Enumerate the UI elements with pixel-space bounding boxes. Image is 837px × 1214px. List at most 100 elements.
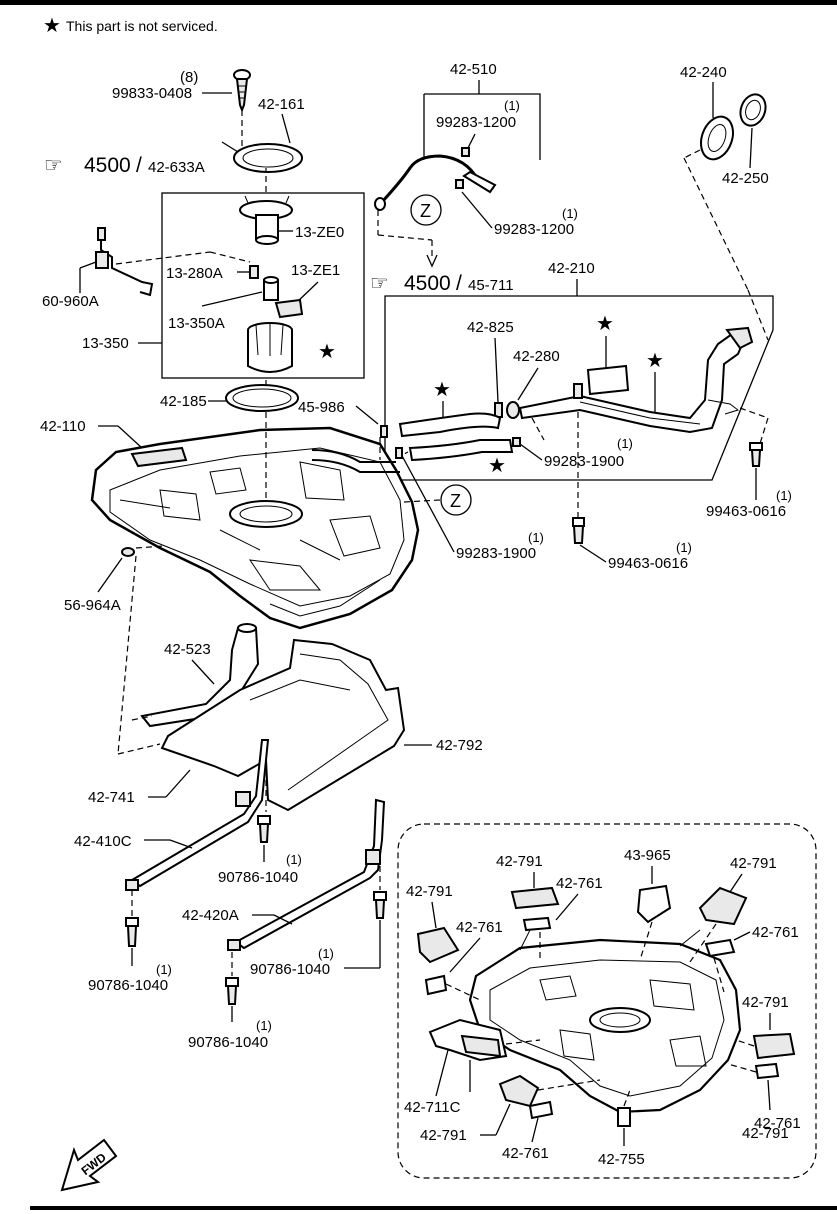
bottom-border <box>30 1206 837 1210</box>
label-42-741: 42-741 <box>88 789 135 806</box>
grommet-42-280 <box>506 401 520 419</box>
zone-z-marker-b: Z <box>440 484 472 516</box>
label-99283-1900-b: 99283-1900 <box>456 545 536 562</box>
clamp-99283-1900-b <box>395 447 403 459</box>
filler-hose-upper <box>398 412 502 438</box>
star-not-serviced-2: ★ <box>596 313 614 335</box>
label-13-350: 13-350 <box>82 335 129 352</box>
band-42-420a <box>227 798 386 951</box>
insulator-43-965 <box>636 884 672 924</box>
label-13-350a: 13-350A <box>168 315 225 332</box>
detail-label-43-965: 43-965 <box>624 847 671 864</box>
zone-z-marker-a: Z <box>410 194 442 226</box>
ref-arrow-b: ☞ <box>370 272 389 295</box>
bolt-99463-0616-right <box>749 442 763 467</box>
pad-42-791-d <box>752 1032 796 1060</box>
detail-label-42-761-a: 42-761 <box>556 875 603 892</box>
label-99283-1200-a-qty: (1) <box>504 98 520 113</box>
detail-label-42-761-c: 42-761 <box>752 924 799 941</box>
band-42-410c <box>125 739 270 891</box>
note-star: ★ <box>43 15 61 37</box>
top-border <box>0 0 837 5</box>
detail-label-42-791-d: 42-791 <box>742 994 789 1011</box>
pad-42-755 <box>617 1107 631 1127</box>
label-90786-1040-a: 90786-1040 <box>218 869 298 886</box>
clip-56-964a <box>121 547 135 557</box>
label-99463-0616-b: 99463-0616 <box>608 555 688 572</box>
detail-label-42-761-b: 42-761 <box>456 919 503 936</box>
label-42-825: 42-825 <box>467 319 514 336</box>
bolt-99463-0616-center <box>572 517 585 544</box>
label-screw-qty: (8) <box>180 69 198 86</box>
label-42-510: 42-510 <box>450 61 497 78</box>
pad-42-761-e <box>754 1062 780 1080</box>
label-13-ze1: 13-ZE1 <box>291 262 340 279</box>
label-99283-1200-b-qty: (1) <box>562 206 578 221</box>
fuel-tank-42-110 <box>90 426 420 630</box>
pad-42-791-e <box>498 1074 540 1108</box>
label-42-210: 42-210 <box>548 260 595 277</box>
label-90786-1040-c: 90786-1040 <box>250 961 330 978</box>
detail-label-42-791-c: 42-791 <box>406 883 453 900</box>
star-not-serviced-1: ★ <box>318 341 336 363</box>
bolt-90786-1040-d <box>225 977 239 1005</box>
detail-label-42-755: 42-755 <box>598 1151 645 1168</box>
label-99463-0616-a-qty: (1) <box>776 488 792 503</box>
label-45-986: 45-986 <box>298 399 345 416</box>
bolt-90786-1040-a <box>257 815 271 843</box>
label-90786-1040-b-qty: (1) <box>156 962 172 977</box>
fwd-arrow-icon: FWD <box>60 1138 118 1192</box>
filler-ring-42-250 <box>739 93 767 127</box>
label-42-420a: 42-420A <box>182 907 239 924</box>
group-box-42-210 <box>384 295 774 481</box>
pump-cylinder-13-350a <box>263 276 279 301</box>
label-13-ze0: 13-ZE0 <box>295 224 344 241</box>
label-99833-0408: 99833-0408 <box>112 85 192 102</box>
label-42-250: 42-250 <box>722 170 769 187</box>
label-90786-1040-c-qty: (1) <box>318 946 334 961</box>
group-box-13-350 <box>161 192 365 379</box>
pad-42-761-b <box>424 974 448 996</box>
clamp-99283-1900-a <box>512 437 521 447</box>
zone-z-a: Z <box>420 201 431 221</box>
bracket-13-ze1 <box>274 298 304 319</box>
retainer-ring-42-161 <box>233 143 303 173</box>
ref-4500-b: 4500 <box>404 272 451 295</box>
bolt-90786-1040-b <box>125 917 139 947</box>
breather-hose-42-510 <box>374 154 497 211</box>
bolt-90786-1040-c <box>373 891 387 919</box>
label-90786-1040-a-qty: (1) <box>286 852 302 867</box>
insulator-42-792 <box>160 638 406 812</box>
label-42-523: 42-523 <box>164 641 211 658</box>
clip-42-825 <box>494 402 503 418</box>
pad-42-791-c <box>416 926 460 964</box>
label-42-110: 42-110 <box>40 418 86 435</box>
ref-sep-a: / <box>136 154 142 177</box>
label-99283-1900-b-qty: (1) <box>528 530 544 545</box>
heat-shield-piece <box>586 364 630 396</box>
pad-42-761-c <box>704 938 736 958</box>
label-42-280: 42-280 <box>513 348 560 365</box>
ref-45-711: 45-711 <box>468 277 514 294</box>
label-99283-1900-a: 99283-1900 <box>544 453 624 470</box>
label-99283-1900-a-qty: (1) <box>617 436 633 451</box>
ref-4500-a: 4500 <box>84 154 131 177</box>
label-90786-1040-b: 90786-1040 <box>88 977 168 994</box>
star-not-serviced-4: ★ <box>433 379 451 401</box>
detail-label-42-761-d: 42-761 <box>502 1145 549 1162</box>
clamp-99283-1200 <box>455 147 470 189</box>
note-text: This part is not serviced. <box>66 18 218 34</box>
label-99463-0616-b-qty: (1) <box>676 540 692 555</box>
zone-z-b: Z <box>450 491 461 511</box>
label-42-185: 42-185 <box>160 393 207 410</box>
gasket-42-185 <box>225 384 299 412</box>
pad-42-791-a <box>510 886 560 910</box>
clip-45-986 <box>380 425 388 438</box>
filler-hose-lower <box>408 439 514 462</box>
label-42-240: 42-240 <box>680 64 727 81</box>
pad-42-761-d <box>528 1100 554 1120</box>
pad-42-791-b <box>698 886 748 926</box>
detail-label-42-791-b: 42-791 <box>730 855 777 872</box>
sender-60-960a <box>95 227 154 297</box>
insulator-42-711c <box>428 1018 508 1062</box>
